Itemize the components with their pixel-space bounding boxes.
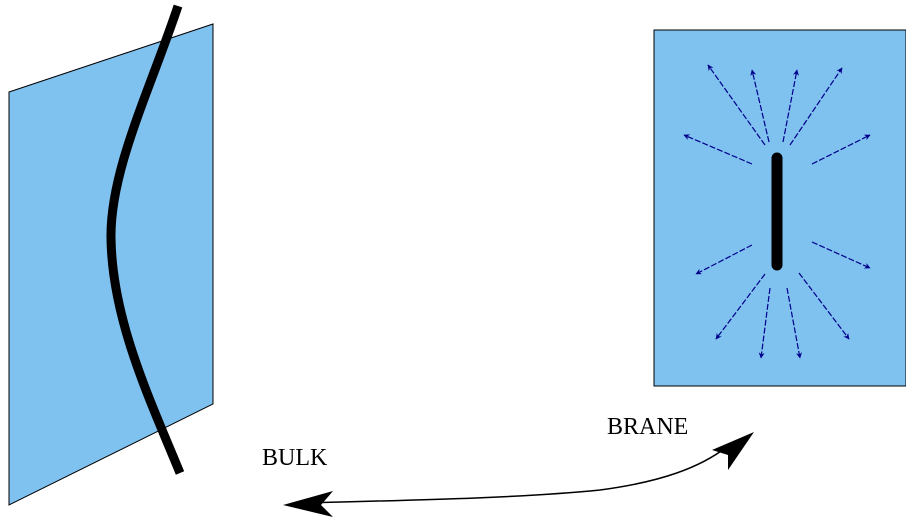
field-arrow <box>798 272 850 340</box>
field-arrow <box>786 287 802 359</box>
bulk-label: BULK <box>262 445 328 471</box>
field-arrow <box>715 273 766 340</box>
field-arrow <box>782 69 799 143</box>
bulk-brane-double-arrow <box>299 445 729 504</box>
field-arrow <box>695 244 753 275</box>
double-arrow-right-head <box>712 432 754 470</box>
field-arrow <box>789 67 843 146</box>
field-arrow <box>683 134 753 165</box>
bent-string-curve <box>106 4 185 475</box>
field-arrow <box>811 134 871 165</box>
double-arrow-left-head <box>283 491 333 517</box>
brane-label: BRANE <box>607 414 688 440</box>
field-arrow <box>811 241 871 269</box>
field-arrow <box>707 64 766 146</box>
field-arrow <box>758 287 771 359</box>
field-arrows-group <box>683 64 871 359</box>
field-arrow <box>750 69 770 143</box>
